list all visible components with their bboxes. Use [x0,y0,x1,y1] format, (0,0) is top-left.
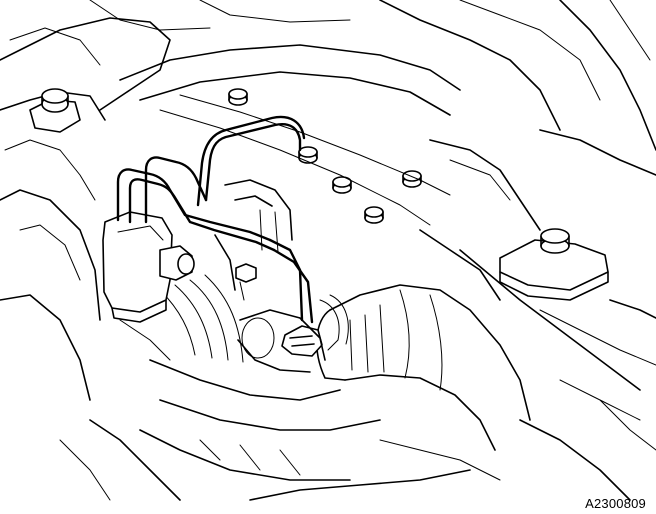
bolt-3 [332,176,352,194]
line-fitting [281,294,349,357]
cover-bolts [29,88,422,224]
top-cover [89,0,656,176]
sensor-block [102,211,195,323]
central-body [214,179,293,291]
bolt-1 [228,88,248,106]
intake-hose [315,284,531,451]
bolt-4 [364,206,384,224]
bolt-left [29,88,81,133]
cover-ridges [159,94,541,301]
right-bracket [499,228,609,301]
bolt-2 [298,146,318,164]
shading-curves [159,274,244,363]
left-housing [0,17,171,401]
lower-body [59,319,501,501]
cylinder-part [237,309,326,373]
right-structure [459,249,656,501]
tubing [116,115,314,324]
figure-code: A2300809 [585,496,646,511]
